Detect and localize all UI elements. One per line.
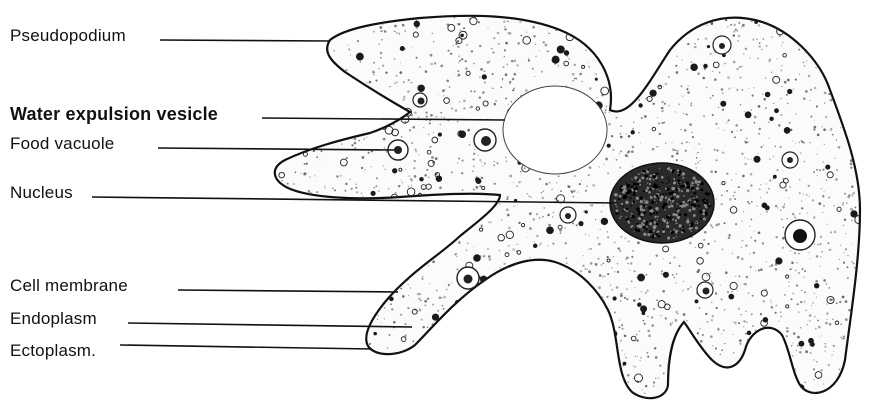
nucleus — [610, 163, 714, 243]
label-ectoplasm: Ectoplasm. — [10, 341, 96, 361]
water-expulsion-vesicle — [503, 86, 607, 174]
leader-pseudopodium — [160, 40, 330, 41]
label-pseudopodium: Pseudopodium — [10, 26, 126, 46]
label-endoplasm: Endoplasm — [10, 309, 97, 329]
leader-cell-membrane — [178, 290, 398, 292]
label-nucleus: Nucleus — [10, 183, 73, 203]
label-cell-membrane: Cell membrane — [10, 276, 128, 296]
label-food-vacuole: Food vacuole — [10, 134, 114, 154]
leader-ectoplasm — [120, 345, 372, 349]
label-water-expulsion-vesicle: Water expulsion vesicle — [10, 104, 218, 124]
